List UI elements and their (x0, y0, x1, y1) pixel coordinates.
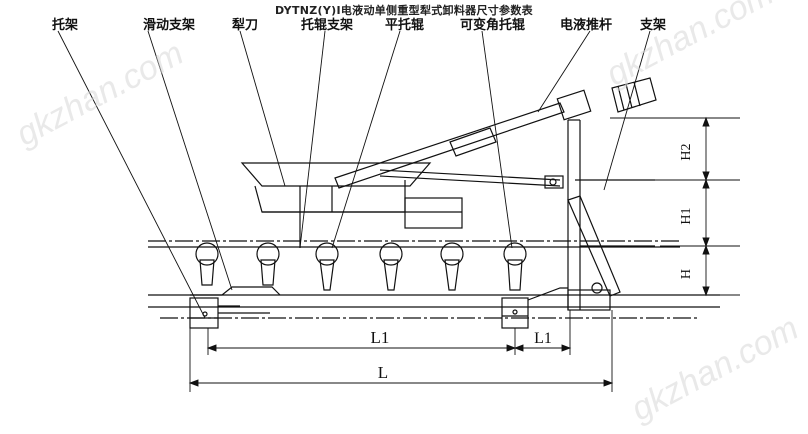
label-tuojia: 托架 (52, 18, 79, 33)
label-kebianjiao-tuogun: 可变角托辊 (460, 18, 526, 33)
left-carrier (189, 286, 281, 329)
vertical-dimensions (610, 116, 740, 297)
dim-l1-left: L1 (371, 328, 390, 347)
dim-h2: H2 (679, 143, 694, 160)
dim-h1: H1 (679, 207, 694, 224)
plough-housing (240, 162, 561, 248)
roller-6 (503, 242, 527, 291)
leader-lines (57, 30, 651, 319)
belt-lines (148, 240, 720, 319)
rollers (195, 242, 527, 291)
right-carrier (501, 287, 568, 329)
diagram-title: DYTNZ(Y)I电液动单侧重型犁式卸料器尺寸参数表 (275, 4, 533, 17)
label-huadong-zhijia: 滑动支架 (143, 18, 196, 33)
horizontal-dimensions (188, 310, 614, 392)
dim-h: H (679, 269, 694, 279)
push-rod (334, 77, 657, 189)
roller-1 (195, 242, 219, 286)
roller-2 (256, 242, 280, 286)
label-lidao: 犁刀 (232, 18, 259, 33)
dim-l1-right: L1 (534, 330, 552, 347)
roller-4 (379, 242, 403, 291)
roller-5 (440, 242, 464, 291)
label-zhijia: 支架 (640, 18, 667, 33)
roller-3 (315, 242, 339, 291)
dim-l: L (378, 363, 388, 382)
support-frame (544, 119, 655, 311)
label-tuogun-zhijia: 托辊支架 (301, 18, 354, 33)
label-dianye-tuigan: 电液推杆 (560, 18, 613, 33)
label-ping-tuogun: 平托辊 (385, 18, 425, 33)
